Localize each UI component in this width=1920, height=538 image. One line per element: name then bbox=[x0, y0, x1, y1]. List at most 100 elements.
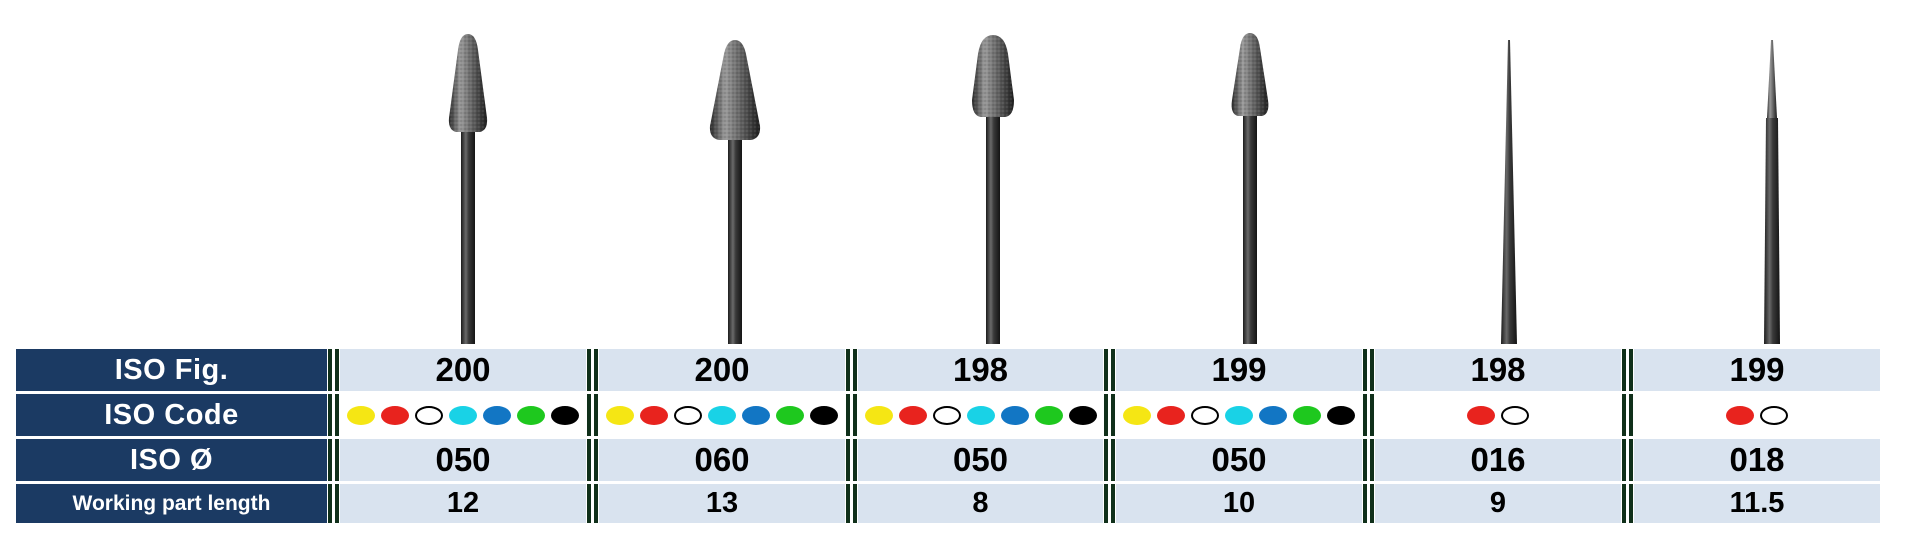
iso-diameter-cell-1: 050 bbox=[340, 439, 586, 481]
column-separator bbox=[1362, 439, 1375, 481]
bur-1-image bbox=[448, 34, 488, 344]
column-separator bbox=[845, 349, 858, 391]
color-dot bbox=[606, 405, 634, 425]
iso-diameter-cell-4: 050 bbox=[1116, 439, 1362, 481]
header-diam: ISO Ø bbox=[16, 439, 327, 481]
color-dot bbox=[1000, 405, 1029, 425]
bur-4-image bbox=[1231, 33, 1269, 344]
iso-code-cell-2 bbox=[599, 394, 845, 436]
column-separator bbox=[845, 484, 858, 523]
iso-fig-cell-6: 199 bbox=[1634, 349, 1880, 391]
iso-code-cell-6 bbox=[1634, 394, 1880, 436]
color-dot bbox=[1293, 405, 1321, 425]
working-length-cell-3: 8 bbox=[858, 484, 1103, 523]
color-dot bbox=[864, 405, 893, 425]
color-dot bbox=[708, 405, 736, 425]
iso-fig-cell-2: 200 bbox=[599, 349, 845, 391]
iso-fig-cell-3: 198 bbox=[858, 349, 1103, 391]
color-dot bbox=[483, 405, 511, 425]
column-separator bbox=[1103, 349, 1116, 391]
row-iso-code: ISO Code bbox=[16, 394, 1902, 436]
column-separator bbox=[1362, 349, 1375, 391]
bur-5-image bbox=[1501, 40, 1517, 344]
row-iso-diameter: ISO Ø 050 060 050 050 016 018 bbox=[16, 439, 1902, 481]
column-separator bbox=[1621, 439, 1634, 481]
iso-diameter-cell-2: 060 bbox=[599, 439, 845, 481]
bur-images bbox=[448, 33, 1780, 344]
color-dot bbox=[776, 405, 804, 425]
color-dot bbox=[1327, 405, 1355, 425]
color-dot bbox=[1467, 405, 1495, 425]
color-dot bbox=[449, 405, 477, 425]
color-code-dots bbox=[606, 405, 838, 425]
column-separator bbox=[845, 439, 858, 481]
working-length-cell-4: 10 bbox=[1116, 484, 1362, 523]
iso-code-cell-4 bbox=[1116, 394, 1362, 436]
color-dot bbox=[551, 405, 579, 425]
color-code-dots bbox=[347, 405, 579, 425]
color-code-dots bbox=[1726, 405, 1788, 425]
column-separator bbox=[1103, 439, 1116, 481]
column-separator bbox=[586, 349, 599, 391]
iso-code-cell-1 bbox=[340, 394, 586, 436]
iso-fig-cell-5: 198 bbox=[1375, 349, 1621, 391]
color-dot bbox=[1501, 405, 1529, 425]
color-dot bbox=[966, 405, 995, 425]
iso-diameter-cell-3: 050 bbox=[858, 439, 1103, 481]
header-len: Working part length bbox=[16, 484, 327, 523]
iso-diameter-cell-6: 018 bbox=[1634, 439, 1880, 481]
color-dot bbox=[932, 405, 961, 425]
column-separator bbox=[1621, 484, 1634, 523]
color-dot bbox=[517, 405, 545, 425]
iso-diameter-cell-5: 016 bbox=[1375, 439, 1621, 481]
spec-table: ISO Fig. 200 200 198 199 198 199 ISO Code ISO … bbox=[16, 349, 1902, 523]
column-separator bbox=[1621, 394, 1634, 436]
color-code-dots bbox=[1123, 405, 1355, 425]
color-dot bbox=[674, 405, 702, 425]
color-dot bbox=[1157, 405, 1185, 425]
working-length-cell-6: 11.5 bbox=[1634, 484, 1880, 523]
color-dot bbox=[810, 405, 838, 425]
color-dot bbox=[1034, 405, 1063, 425]
color-dot bbox=[640, 405, 668, 425]
color-dot bbox=[415, 405, 443, 425]
color-code-dots bbox=[1467, 405, 1529, 425]
column-separator bbox=[586, 484, 599, 523]
iso-fig-cell-1: 200 bbox=[340, 349, 586, 391]
color-dot bbox=[1760, 405, 1788, 425]
bur-2-image bbox=[709, 40, 761, 344]
column-separator bbox=[1362, 394, 1375, 436]
bur-6-image bbox=[1764, 40, 1780, 344]
column-separator bbox=[845, 394, 858, 436]
color-dot bbox=[898, 405, 927, 425]
color-dot bbox=[381, 405, 409, 425]
color-dot bbox=[1123, 405, 1151, 425]
color-dot bbox=[1225, 405, 1253, 425]
column-separator bbox=[1621, 349, 1634, 391]
column-separator bbox=[327, 439, 340, 481]
working-length-cell-5: 9 bbox=[1375, 484, 1621, 523]
iso-fig-cell-4: 199 bbox=[1116, 349, 1362, 391]
color-dot bbox=[347, 405, 375, 425]
working-length-cell-1: 12 bbox=[340, 484, 586, 523]
working-length-cell-2: 13 bbox=[599, 484, 845, 523]
column-separator bbox=[586, 394, 599, 436]
color-dot bbox=[1726, 405, 1754, 425]
header-fig: ISO Fig. bbox=[16, 349, 327, 391]
iso-code-cell-3 bbox=[858, 394, 1103, 436]
column-separator bbox=[327, 484, 340, 523]
row-iso-fig: ISO Fig. 200 200 198 199 198 199 bbox=[16, 349, 1902, 391]
color-dot bbox=[742, 405, 770, 425]
row-working-length: Working part length 12 13 8 10 9 11.5 bbox=[16, 484, 1902, 523]
column-separator bbox=[327, 349, 340, 391]
color-dot bbox=[1191, 405, 1219, 425]
color-dot bbox=[1068, 405, 1097, 425]
column-separator bbox=[1103, 484, 1116, 523]
header-code: ISO Code bbox=[16, 394, 327, 436]
column-separator bbox=[586, 439, 599, 481]
column-separator bbox=[1362, 484, 1375, 523]
color-code-dots bbox=[864, 405, 1097, 425]
bur-3-image bbox=[972, 35, 1014, 344]
color-dot bbox=[1259, 405, 1287, 425]
column-separator bbox=[327, 394, 340, 436]
